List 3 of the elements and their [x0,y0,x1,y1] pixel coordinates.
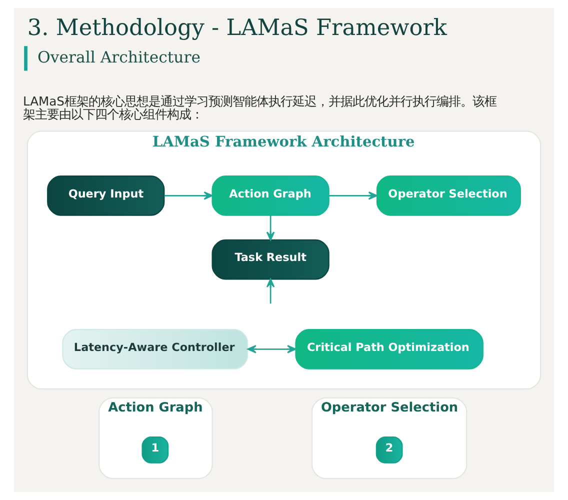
label: LAMaS框架的核心思想是通过学习预测智能体执行延迟，并据此优化并行执行编排。该框架主要由以下四个核心组件构成： [22,94,497,122]
label: Overall Architecture [38,48,201,67]
diagram-title: 3. Methodology - LAMaS Framework [27,14,448,41]
